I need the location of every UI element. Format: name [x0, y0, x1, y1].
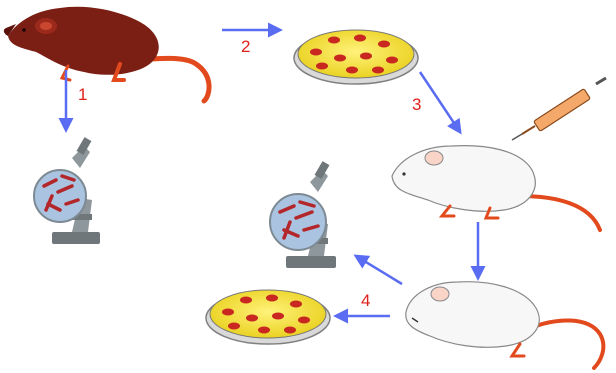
microscope-left: [34, 137, 100, 244]
step-label-1: 1: [78, 85, 87, 104]
step-label-4: 4: [361, 291, 370, 310]
sick-white-rat: [406, 282, 604, 368]
petri-dish-culture-top: [294, 30, 418, 84]
arrow-step-3: [420, 72, 460, 132]
arrow-to-microscope-middle: [356, 256, 402, 284]
sick-rat: [4, 7, 209, 101]
syringe: [512, 78, 606, 140]
white-rat-injected: [392, 146, 600, 230]
petri-dish-culture-bottom: [206, 290, 330, 344]
microscope-middle: [270, 161, 336, 268]
step-label-2: 2: [241, 37, 250, 56]
step-label-3: 3: [412, 95, 421, 114]
